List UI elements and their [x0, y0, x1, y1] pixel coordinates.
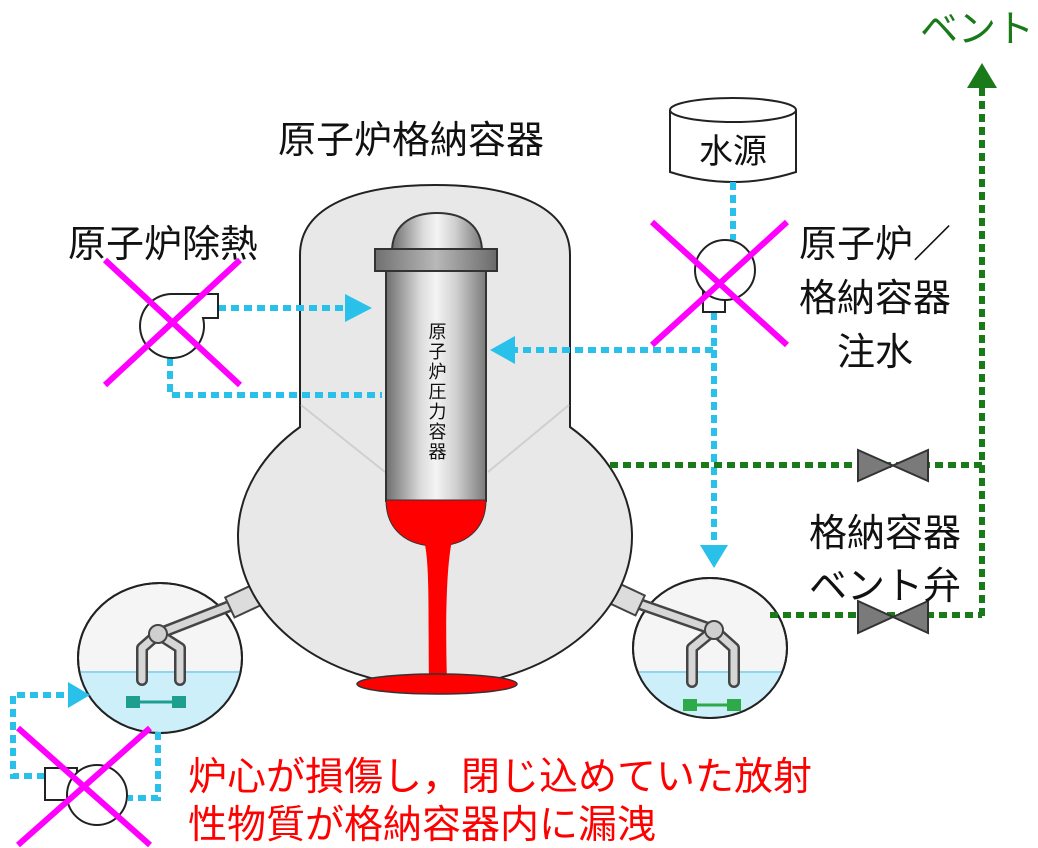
- right-suppression-chamber: [597, 577, 788, 719]
- vent-valve-label-line-1: 格納容器: [809, 511, 961, 555]
- water-tank-icon: 水源: [669, 97, 797, 183]
- reactor-heat-removal-label: 原子炉除熱: [68, 222, 258, 266]
- damage-note-line-1: 炉心が損傷し，閉じ込めていた放射: [188, 755, 812, 800]
- injection-label-line-3: 注水: [837, 330, 913, 374]
- rpv-label: 原子炉圧力容器: [426, 322, 447, 462]
- injection-label-line-1: 原子炉／: [799, 222, 951, 266]
- injection-arrow-left: [490, 336, 515, 364]
- containment-label: 原子炉格納容器: [278, 118, 544, 162]
- damage-note-line-2: 性物質が格納容器内に漏洩: [188, 803, 656, 848]
- reactor-pressure-vessel: 原子炉圧力容器: [374, 211, 498, 547]
- water-injection-lines: [490, 182, 736, 568]
- molten-pool: [356, 673, 518, 695]
- vent-valve-label: 格納容器 ベント弁: [809, 511, 961, 608]
- injection-label: 原子炉／ 格納容器 注水: [799, 222, 951, 374]
- injection-label-line-2: 格納容器: [799, 276, 951, 320]
- molten-stream: [424, 540, 452, 682]
- damage-note: 炉心が損傷し，閉じ込めていた放射 性物質が格納容器内に漏洩: [188, 755, 812, 848]
- cross-mark-icon: [102, 257, 243, 388]
- vent-arrow-up: [967, 63, 997, 88]
- cross-mark-icon: [16, 725, 152, 848]
- right-chamber-device: [683, 699, 741, 711]
- water-source-label: 水源: [699, 132, 767, 172]
- rpv-body: [385, 270, 487, 502]
- chamber-cooling-arrow: [68, 682, 90, 708]
- right-chamber-water: [633, 672, 787, 718]
- left-suppression-chamber: [77, 579, 273, 734]
- left-chamber-device: [126, 696, 186, 708]
- valve-icon: [857, 448, 929, 483]
- cross-mark-icon: [649, 219, 790, 348]
- chamber-cooling-lines: [10, 682, 161, 801]
- valve-icon: [857, 599, 929, 635]
- left-robot-arm: [136, 579, 273, 686]
- heat-removal-lines: [167, 294, 382, 398]
- heat-removal-arrow: [345, 294, 372, 322]
- rpv-flange: [374, 248, 498, 272]
- injection-arrow-down: [700, 545, 728, 568]
- vent-label: ベント: [920, 7, 1034, 51]
- rpv-dome: [390, 211, 484, 253]
- vent-valve-label-line-2: ベント弁: [809, 564, 961, 608]
